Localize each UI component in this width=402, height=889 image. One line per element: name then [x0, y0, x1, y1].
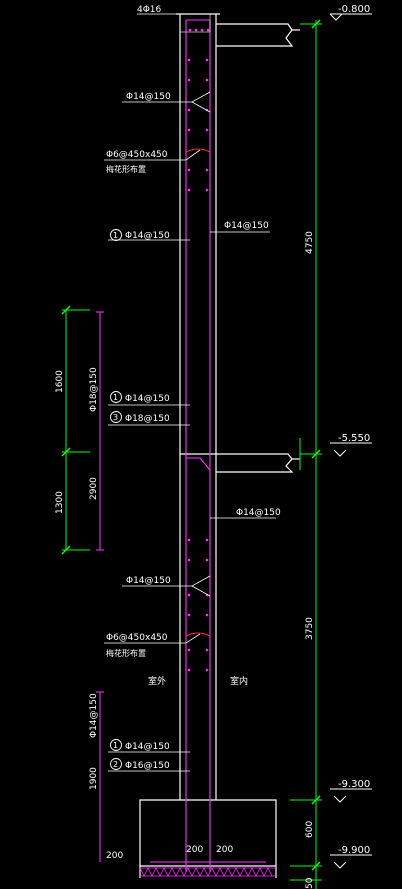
label-bar-3-mid-num: 3 [113, 413, 118, 422]
dim-1900: 1900 [89, 767, 99, 790]
label-bar-b: Φ14@150 [126, 576, 171, 586]
elevation-bottom: -9.900 [338, 845, 370, 856]
label-dim-200-bottom: 200 [106, 851, 123, 861]
dim-2900: 2900 [89, 477, 99, 500]
dim-600: 600 [305, 821, 315, 838]
elevation-base: -9.300 [338, 779, 370, 790]
label-bar-inner-upper: Φ14@150 [224, 221, 269, 231]
label-bar-1-mid: Φ14@150 [125, 394, 170, 404]
label-tie-bottom-note: 梅花形布置 [106, 648, 146, 658]
dimension-ticks [61, 19, 321, 871]
label-bar-a: Φ14@150 [126, 92, 171, 102]
label-inside: 室内 [230, 675, 248, 687]
top-bar-box [179, 13, 211, 33]
label-outside: 室外 [148, 675, 166, 687]
label-tie-top-note: 梅花形布置 [106, 164, 146, 174]
dim-1600: 1600 [55, 370, 65, 393]
label-bar-1-low: Φ14@150 [125, 742, 170, 752]
label-bar-1-mid-num: 1 [113, 393, 118, 402]
label-bar-3-mid: Φ18@150 [125, 414, 170, 424]
footing-hatch [139, 867, 276, 877]
label-bar-1-upper: Φ14@150 [125, 231, 170, 241]
bar-v-14: Φ14@150 [89, 693, 99, 738]
rebar-mid-bend [186, 457, 211, 471]
label-bar-1-low-num: 1 [113, 741, 118, 750]
wall-outline [139, 13, 300, 878]
elevation-markers [329, 13, 372, 869]
bar-v-18: Φ18@150 [89, 367, 99, 412]
label-dim-200-b: 200 [216, 845, 233, 855]
bar-length-markers [96, 311, 104, 862]
dim-1300: 1300 [55, 491, 65, 514]
dim-4750: 4750 [305, 231, 315, 254]
leaders [104, 13, 276, 772]
rebar-dots [187, 28, 210, 672]
tie-top [185, 148, 211, 153]
rebar [150, 13, 266, 872]
text-labels: 4Φ16 Φ14@150 Φ6@450x450 梅花形布置 1 Φ14@150 … [55, 4, 370, 889]
label-dim-200-a: 200 [186, 845, 203, 855]
dim-50: 50 [305, 877, 315, 889]
label-tie-top: Φ6@450x450 [106, 150, 168, 160]
label-bar-2-low: Φ16@150 [125, 761, 170, 771]
label-bar-inner-lower: Φ14@150 [236, 508, 281, 518]
bar-number-circles [110, 229, 122, 770]
dim-3750: 3750 [305, 617, 315, 640]
elevation-top: -0.800 [338, 4, 370, 15]
tie-bottom [185, 632, 211, 637]
elevation-mid: -5.550 [338, 433, 370, 444]
label-bar-1-upper-num: 1 [113, 231, 118, 240]
label-tie-bottom: Φ6@450x450 [106, 633, 168, 643]
mid-slab-line [180, 453, 294, 473]
top-slab-line [216, 23, 294, 47]
footing-outline [139, 799, 277, 878]
label-top-bar: 4Φ16 [137, 5, 162, 15]
label-bar-2-low-num: 2 [113, 760, 118, 769]
